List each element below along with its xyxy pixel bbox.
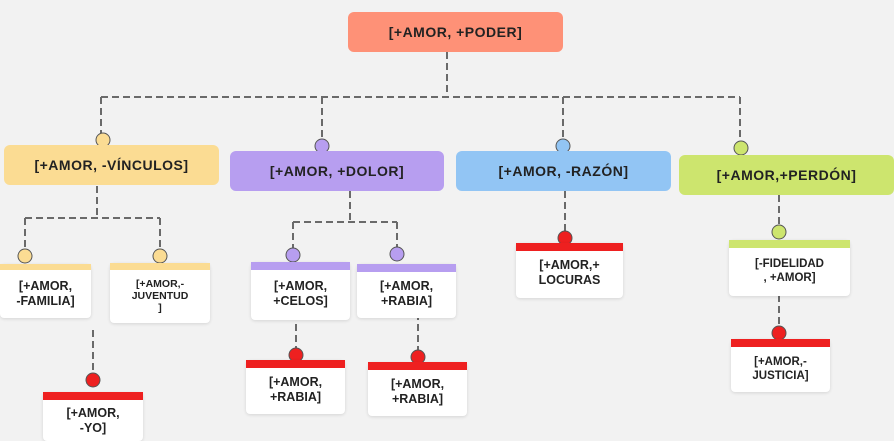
leaf-yo: [+AMOR, -YO] — [43, 392, 143, 441]
leaf-label: [+AMOR,+ LOCURAS — [538, 258, 601, 287]
leaf-juventud: [+AMOR,- JUVENTUD ] — [110, 263, 210, 323]
leaf-label: [+AMOR, +CELOS] — [273, 279, 328, 308]
leaf-label: [+AMOR,- JUVENTUD ] — [131, 278, 189, 314]
node-dot — [285, 247, 301, 263]
leaf-label: [+AMOR,- JUSTICIA] — [752, 355, 809, 382]
branch-label: [+AMOR,+PERDÓN] — [716, 167, 857, 183]
node-dot — [152, 248, 168, 264]
node-dot — [17, 248, 33, 264]
leaf-rabia-a: [+AMOR, +RABIA] — [357, 264, 456, 318]
leaf-rabia-c: [+AMOR, +RABIA] — [368, 362, 467, 416]
leaf-fidelidad: [-FIDELIDAD , +AMOR] — [729, 240, 850, 296]
leaf-familia: [+AMOR, -FAMILIA] — [0, 264, 91, 318]
leaf-justicia: [+AMOR,- JUSTICIA] — [731, 339, 830, 392]
node-dot — [771, 325, 787, 341]
branch-label: [+AMOR, -VÍNCULOS] — [34, 157, 189, 173]
node-dot — [389, 246, 405, 262]
leaf-rabia-b: [+AMOR, +RABIA] — [246, 360, 345, 414]
root-node: [+AMOR, +PODER] — [348, 12, 563, 52]
leaf-label: [+AMOR, -FAMILIA] — [16, 278, 75, 308]
leaf-label: [+AMOR, -YO] — [66, 405, 120, 435]
node-dot — [771, 224, 787, 240]
branch-label: [+AMOR, -RAZÓN] — [498, 163, 629, 179]
branch-label: [+AMOR, +DOLOR] — [269, 163, 405, 179]
node-dot — [85, 372, 101, 388]
leaf-label: [+AMOR, +RABIA] — [379, 279, 434, 308]
branch-perdon: [+AMOR,+PERDÓN] — [679, 155, 894, 195]
branch-vinculos: [+AMOR, -VÍNCULOS] — [4, 145, 219, 185]
root-label: [+AMOR, +PODER] — [388, 24, 523, 40]
leaf-label: [+AMOR, +RABIA] — [390, 377, 445, 406]
leaf-locuras: [+AMOR,+ LOCURAS — [516, 243, 623, 298]
leaf-celos: [+AMOR, +CELOS] — [251, 262, 350, 320]
node-dot — [733, 140, 749, 156]
branch-dolor: [+AMOR, +DOLOR] — [230, 151, 444, 191]
leaf-label: [+AMOR, +RABIA] — [268, 375, 323, 404]
leaf-label: [-FIDELIDAD , +AMOR] — [755, 258, 824, 284]
branch-razon: [+AMOR, -RAZÓN] — [456, 151, 671, 191]
